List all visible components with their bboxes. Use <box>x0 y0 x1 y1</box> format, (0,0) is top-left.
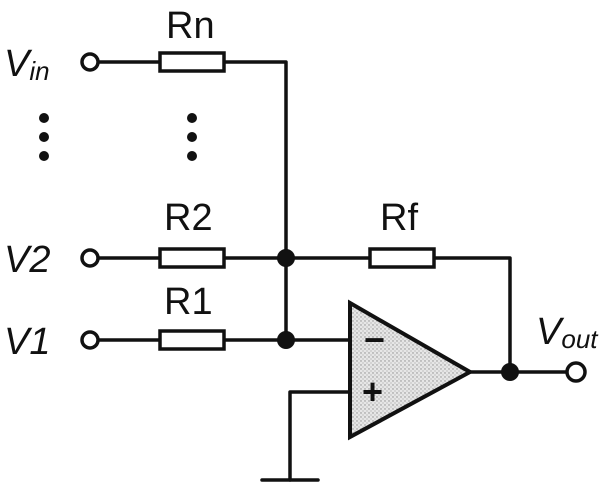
opamp-noninverting-sign: + <box>362 371 383 412</box>
label-v1: V1 <box>4 321 50 363</box>
opamp-triangle <box>348 299 475 441</box>
ellipsis-inputs <box>39 113 49 161</box>
wire-noninverting-to-ground <box>288 390 352 482</box>
terminal-v2 <box>80 248 100 268</box>
label-r2: R2 <box>164 197 213 239</box>
opamp-inverting-sign: − <box>364 319 385 360</box>
terminal-vin <box>80 52 100 72</box>
label-vout: Vout <box>536 311 599 354</box>
resistor-rf <box>368 247 436 269</box>
terminal-v1 <box>80 330 100 350</box>
ellipsis-resistors <box>187 113 197 161</box>
label-v2: V2 <box>4 239 50 281</box>
label-rf: Rf <box>380 197 418 239</box>
label-vin: Vin <box>4 43 50 86</box>
junction-summing-node-bottom <box>277 331 295 349</box>
wire-rf-to-output <box>432 256 512 374</box>
wires <box>96 60 568 482</box>
junction-output-node <box>501 363 519 381</box>
wire-rn-to-bus <box>222 60 288 342</box>
resistor-r1 <box>158 329 226 351</box>
resistor-r2 <box>158 247 226 269</box>
junction-summing-node-top <box>277 249 295 267</box>
resistor-rn <box>158 51 226 73</box>
terminal-vout <box>565 361 587 383</box>
label-rn: Rn <box>166 5 215 47</box>
label-r1: R1 <box>164 281 213 323</box>
